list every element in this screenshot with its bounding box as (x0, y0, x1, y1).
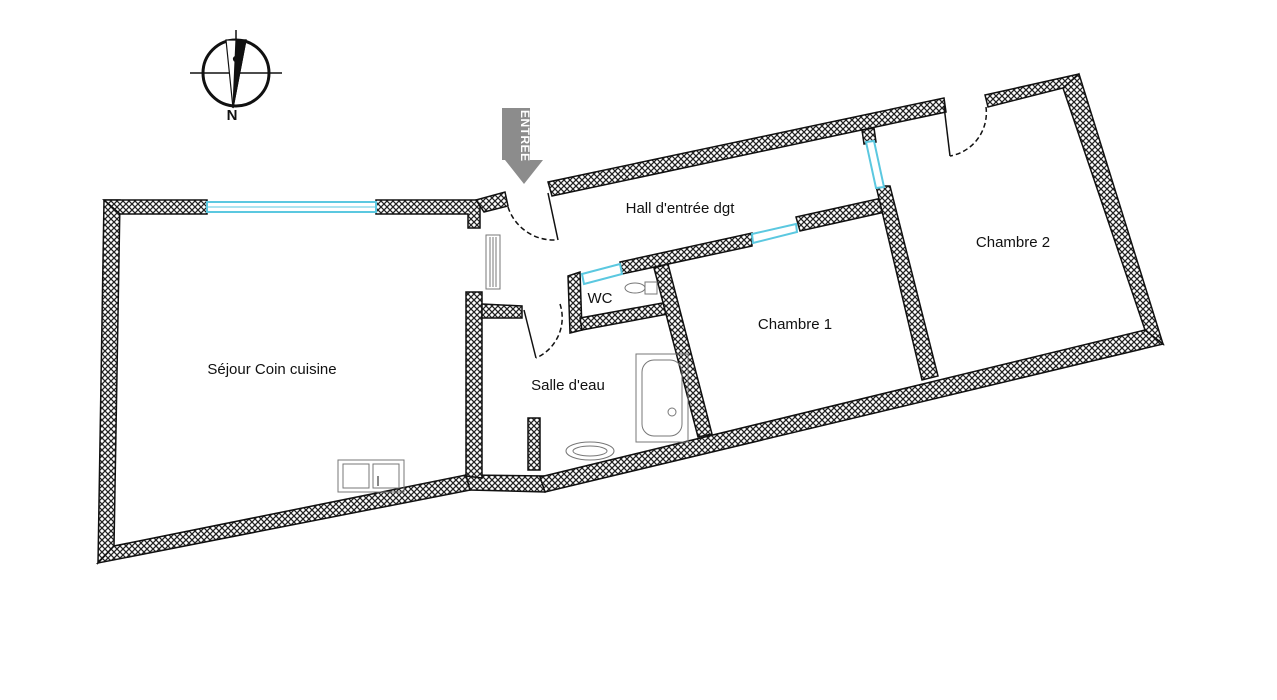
wall-top-left (102, 199, 208, 215)
wall-top-middle (375, 199, 481, 229)
wall-bottom-sejour (95, 474, 471, 565)
doors (507, 105, 988, 359)
wall-right (1062, 72, 1165, 347)
fixtures (337, 234, 689, 493)
wall-sejour-bath (465, 291, 483, 479)
compass: N (190, 30, 282, 124)
compass-letter: N (227, 107, 238, 124)
wall-wc-top (619, 232, 753, 275)
wall-left (97, 199, 121, 565)
room-label-sejour: Séjour Coin cuisine (207, 361, 336, 378)
room-label-wc: WC (588, 290, 613, 307)
window-hall (750, 222, 799, 245)
door-entrance (507, 192, 559, 241)
radiator (485, 234, 501, 290)
wall-chambre1-chambre2 (875, 185, 939, 381)
kitchen-sink (337, 459, 405, 493)
room-label-chambre1: Chambre 1 (758, 316, 832, 333)
wall-wc-left (567, 270, 583, 334)
wall-bath-top (481, 303, 523, 319)
window-chambre2 (864, 139, 886, 190)
wall-top-entrance (474, 191, 509, 213)
window-wc (580, 262, 624, 286)
wall-bottom-right (539, 329, 1165, 493)
exterior-walls (95, 72, 1165, 565)
bathtub (635, 353, 689, 443)
entrance-arrow-shape (502, 108, 543, 184)
room-label-salle-eau: Salle d'eau (531, 377, 605, 394)
windows (206, 139, 886, 286)
wall-bath-chambre1 (653, 263, 713, 438)
wall-hall-chambre (795, 197, 886, 232)
room-label-chambre2: Chambre 2 (976, 234, 1050, 251)
door-chambre2 (943, 105, 988, 157)
toilet (624, 281, 658, 295)
entrance-label: ENTRÉE (518, 110, 533, 162)
washbasin (565, 441, 615, 461)
wall-bath-partition (527, 417, 541, 471)
wall-top-right (984, 73, 1080, 108)
interior-walls (465, 127, 939, 479)
wall-top-long (547, 97, 947, 197)
entrance-arrow: ENTRÉE (502, 108, 543, 184)
wall-pillar (861, 127, 877, 145)
door-bath (523, 303, 563, 359)
room-label-hall: Hall d'entrée dgt (626, 200, 736, 217)
